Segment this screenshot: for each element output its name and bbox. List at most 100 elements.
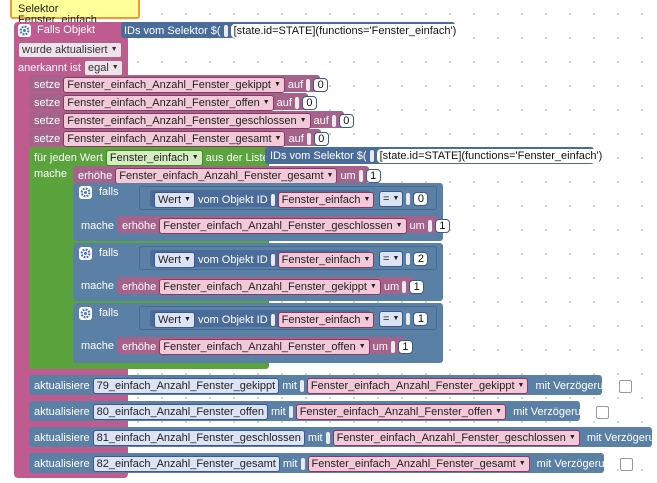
update-variable-text: Fenster_einfach_Anzahl_Fenster_gekippt bbox=[310, 380, 515, 392]
increment-value[interactable]: 1 bbox=[409, 280, 425, 294]
set-value[interactable]: 0 bbox=[313, 132, 329, 146]
chevron-down-icon: ▼ bbox=[392, 195, 400, 202]
set-variable-dropdown[interactable]: Fenster_einfach_Anzahl_Fenster_gekippt▼ bbox=[63, 77, 285, 93]
loop-do-row: mache bbox=[34, 169, 67, 180]
set-variable-dropdown[interactable]: Fenster_einfach_Anzahl_Fenster_geschloss… bbox=[63, 113, 311, 129]
if-do-label: mache bbox=[81, 220, 115, 232]
update-delay-label: mit Verzögerung bbox=[513, 405, 594, 418]
chevron-down-icon: ▼ bbox=[392, 255, 400, 262]
update-target[interactable]: 81_einfach_Anzahl_Fenster_geschlossen bbox=[92, 430, 305, 446]
object-variable-dropdown[interactable]: Fenster_einfach▼ bbox=[277, 192, 375, 208]
operator-dropdown[interactable]: =▼ bbox=[379, 191, 404, 207]
selector-header[interactable]: Selektor Fenster_einfach bbox=[10, 0, 140, 26]
gear-icon[interactable] bbox=[79, 307, 92, 320]
update-variable-dropdown[interactable]: Fenster_einfach_Anzahl_Fenster_offen▼ bbox=[295, 404, 507, 420]
set-variable-text: Fenster_einfach_Anzahl_Fenster_gesamt bbox=[67, 133, 272, 145]
trigger-ack-dropdown[interactable]: egal▼ bbox=[83, 60, 123, 76]
object-id-label: vom Objekt ID bbox=[197, 313, 268, 326]
gear-icon[interactable] bbox=[18, 24, 31, 37]
selector-socket bbox=[369, 150, 374, 162]
update-variable-dropdown[interactable]: Fenster_einfach_Anzahl_Fenster_geschloss… bbox=[332, 430, 580, 446]
trigger-condition-dropdown[interactable]: wurde aktualisiert▼ bbox=[18, 42, 122, 58]
compare-value[interactable]: 0 bbox=[413, 192, 429, 206]
set-variable-dropdown[interactable]: Fenster_einfach_Anzahl_Fenster_gesamt▼ bbox=[63, 131, 286, 147]
delay-checkbox[interactable] bbox=[596, 405, 610, 419]
update-variable-dropdown[interactable]: Fenster_einfach_Anzahl_Fenster_gekippt▼ bbox=[306, 378, 529, 394]
increment-value[interactable]: 1 bbox=[434, 219, 450, 233]
loop-selector-value[interactable]: [state.id=STATE](functions='Fenster_einf… bbox=[376, 149, 606, 163]
trigger-ack-text: egal bbox=[87, 62, 109, 74]
value-socket bbox=[331, 115, 336, 127]
set-keyword: setze bbox=[34, 78, 61, 91]
set-value[interactable]: 0 bbox=[338, 114, 354, 128]
trigger-label: Falls Objekt bbox=[37, 24, 96, 36]
delay-checkbox[interactable] bbox=[619, 457, 633, 471]
update-row-0: aktualisiere 79_einfach_Anzahl_Fenster_g… bbox=[34, 378, 632, 394]
update-target[interactable]: 82_einfach_Anzahl_Fenster_gesamt bbox=[92, 456, 280, 472]
set-variable-text: Fenster_einfach_Anzahl_Fenster_offen bbox=[67, 97, 260, 109]
chevron-down-icon: ▼ bbox=[392, 315, 400, 322]
compare-value[interactable]: 2 bbox=[413, 252, 429, 266]
delay-checkbox[interactable] bbox=[618, 379, 632, 393]
trigger-selector-close: ) bbox=[462, 24, 466, 37]
trigger-condition-row: wurde aktualisiert▼ bbox=[18, 42, 122, 58]
increment-by-label: um bbox=[383, 280, 400, 293]
update-target[interactable]: 80_einfach_Anzahl_Fenster_offen bbox=[92, 404, 269, 420]
increment-variable-dropdown[interactable]: Fenster_einfach_Anzahl_Fenster_gekippt▼ bbox=[159, 279, 381, 295]
get-value-row: Wert▼ vom Objekt ID Fenster_einfach▼ bbox=[154, 252, 375, 268]
update-row-3: aktualisiere 82_einfach_Anzahl_Fenster_g… bbox=[34, 456, 633, 472]
operator-text: = bbox=[383, 193, 390, 205]
gear-icon[interactable] bbox=[79, 186, 92, 199]
operator-dropdown[interactable]: =▼ bbox=[379, 251, 404, 267]
object-variable-text: Fenster_einfach bbox=[281, 254, 361, 266]
chevron-down-icon: ▼ bbox=[363, 196, 371, 203]
increment-value[interactable]: 1 bbox=[365, 169, 381, 183]
set-keyword: setze bbox=[34, 96, 61, 109]
operator-row: =▼ 0 bbox=[379, 191, 429, 207]
set-variable-dropdown[interactable]: Fenster_einfach_Anzahl_Fenster_offen▼ bbox=[63, 95, 274, 111]
increment-variable-text: Fenster_einfach_Anzahl_Fenster_gesamt bbox=[119, 170, 324, 182]
value-socket bbox=[390, 341, 395, 353]
update-delay-label: mit Verzögerung bbox=[535, 379, 616, 392]
trigger-selector-row: IDs vom Selektor $( [state.id=STATE](fun… bbox=[124, 24, 466, 38]
set-value[interactable]: 0 bbox=[301, 96, 317, 110]
increment-variable-text: Fenster_einfach_Anzahl_Fenster_gekippt bbox=[163, 281, 367, 293]
attribute-dropdown[interactable]: Wert▼ bbox=[154, 192, 195, 208]
set-value[interactable]: 0 bbox=[313, 78, 329, 92]
compare-value[interactable]: 1 bbox=[413, 312, 429, 326]
trigger-selector-value[interactable]: [state.id=STATE](functions='Fenster_einf… bbox=[230, 24, 460, 38]
object-variable-dropdown[interactable]: Fenster_einfach▼ bbox=[277, 252, 375, 268]
increment-variable-dropdown[interactable]: Fenster_einfach_Anzahl_Fenster_offen▼ bbox=[159, 339, 370, 355]
attribute-dropdown[interactable]: Wert▼ bbox=[154, 252, 195, 268]
set-row-0: setze Fenster_einfach_Anzahl_Fenster_gek… bbox=[34, 77, 329, 93]
selector-header-title: Selektor Fenster_einfach bbox=[18, 3, 97, 26]
gear-icon[interactable] bbox=[79, 247, 92, 260]
increment-tilted-row: erhöhe Fenster_einfach_Anzahl_Fenster_ge… bbox=[122, 279, 425, 295]
chevron-down-icon: ▼ bbox=[517, 382, 525, 389]
trigger-row: Falls Objekt bbox=[18, 24, 95, 37]
for-each-variable-dropdown[interactable]: Fenster_einfach▼ bbox=[105, 150, 203, 166]
object-variable-dropdown[interactable]: Fenster_einfach▼ bbox=[277, 312, 375, 328]
update-variable-dropdown[interactable]: Fenster_einfach_Anzahl_Fenster_gesamt▼ bbox=[307, 456, 530, 472]
increment-variable-text: Fenster_einfach_Anzahl_Fenster_geschloss… bbox=[163, 220, 393, 232]
chevron-down-icon: ▼ bbox=[184, 256, 191, 263]
update-target[interactable]: 79_einfach_Anzahl_Fenster_gekippt bbox=[92, 378, 280, 394]
chevron-down-icon: ▼ bbox=[518, 460, 526, 467]
value-socket bbox=[306, 79, 311, 91]
if-label: falls bbox=[99, 307, 119, 319]
set-to-label: auf bbox=[288, 132, 304, 145]
update-with-label: mit bbox=[282, 379, 297, 392]
update-keyword: aktualisiere bbox=[34, 405, 90, 418]
if-do-row: mache bbox=[81, 221, 114, 232]
increment-variable-dropdown[interactable]: Fenster_einfach_Anzahl_Fenster_gesamt▼ bbox=[115, 168, 338, 184]
chevron-down-icon: ▼ bbox=[363, 316, 371, 323]
increment-keyword: erhöhe bbox=[78, 169, 113, 182]
increment-value[interactable]: 1 bbox=[397, 340, 413, 354]
set-keyword: setze bbox=[34, 114, 61, 127]
operator-dropdown[interactable]: =▼ bbox=[379, 311, 404, 327]
chevron-down-icon: ▼ bbox=[191, 154, 199, 161]
attribute-dropdown[interactable]: Wert▼ bbox=[154, 312, 195, 328]
operator-row: =▼ 1 bbox=[379, 311, 429, 327]
set-row-3: setze Fenster_einfach_Anzahl_Fenster_ges… bbox=[34, 131, 329, 147]
increment-variable-dropdown[interactable]: Fenster_einfach_Anzahl_Fenster_geschloss… bbox=[159, 218, 407, 234]
